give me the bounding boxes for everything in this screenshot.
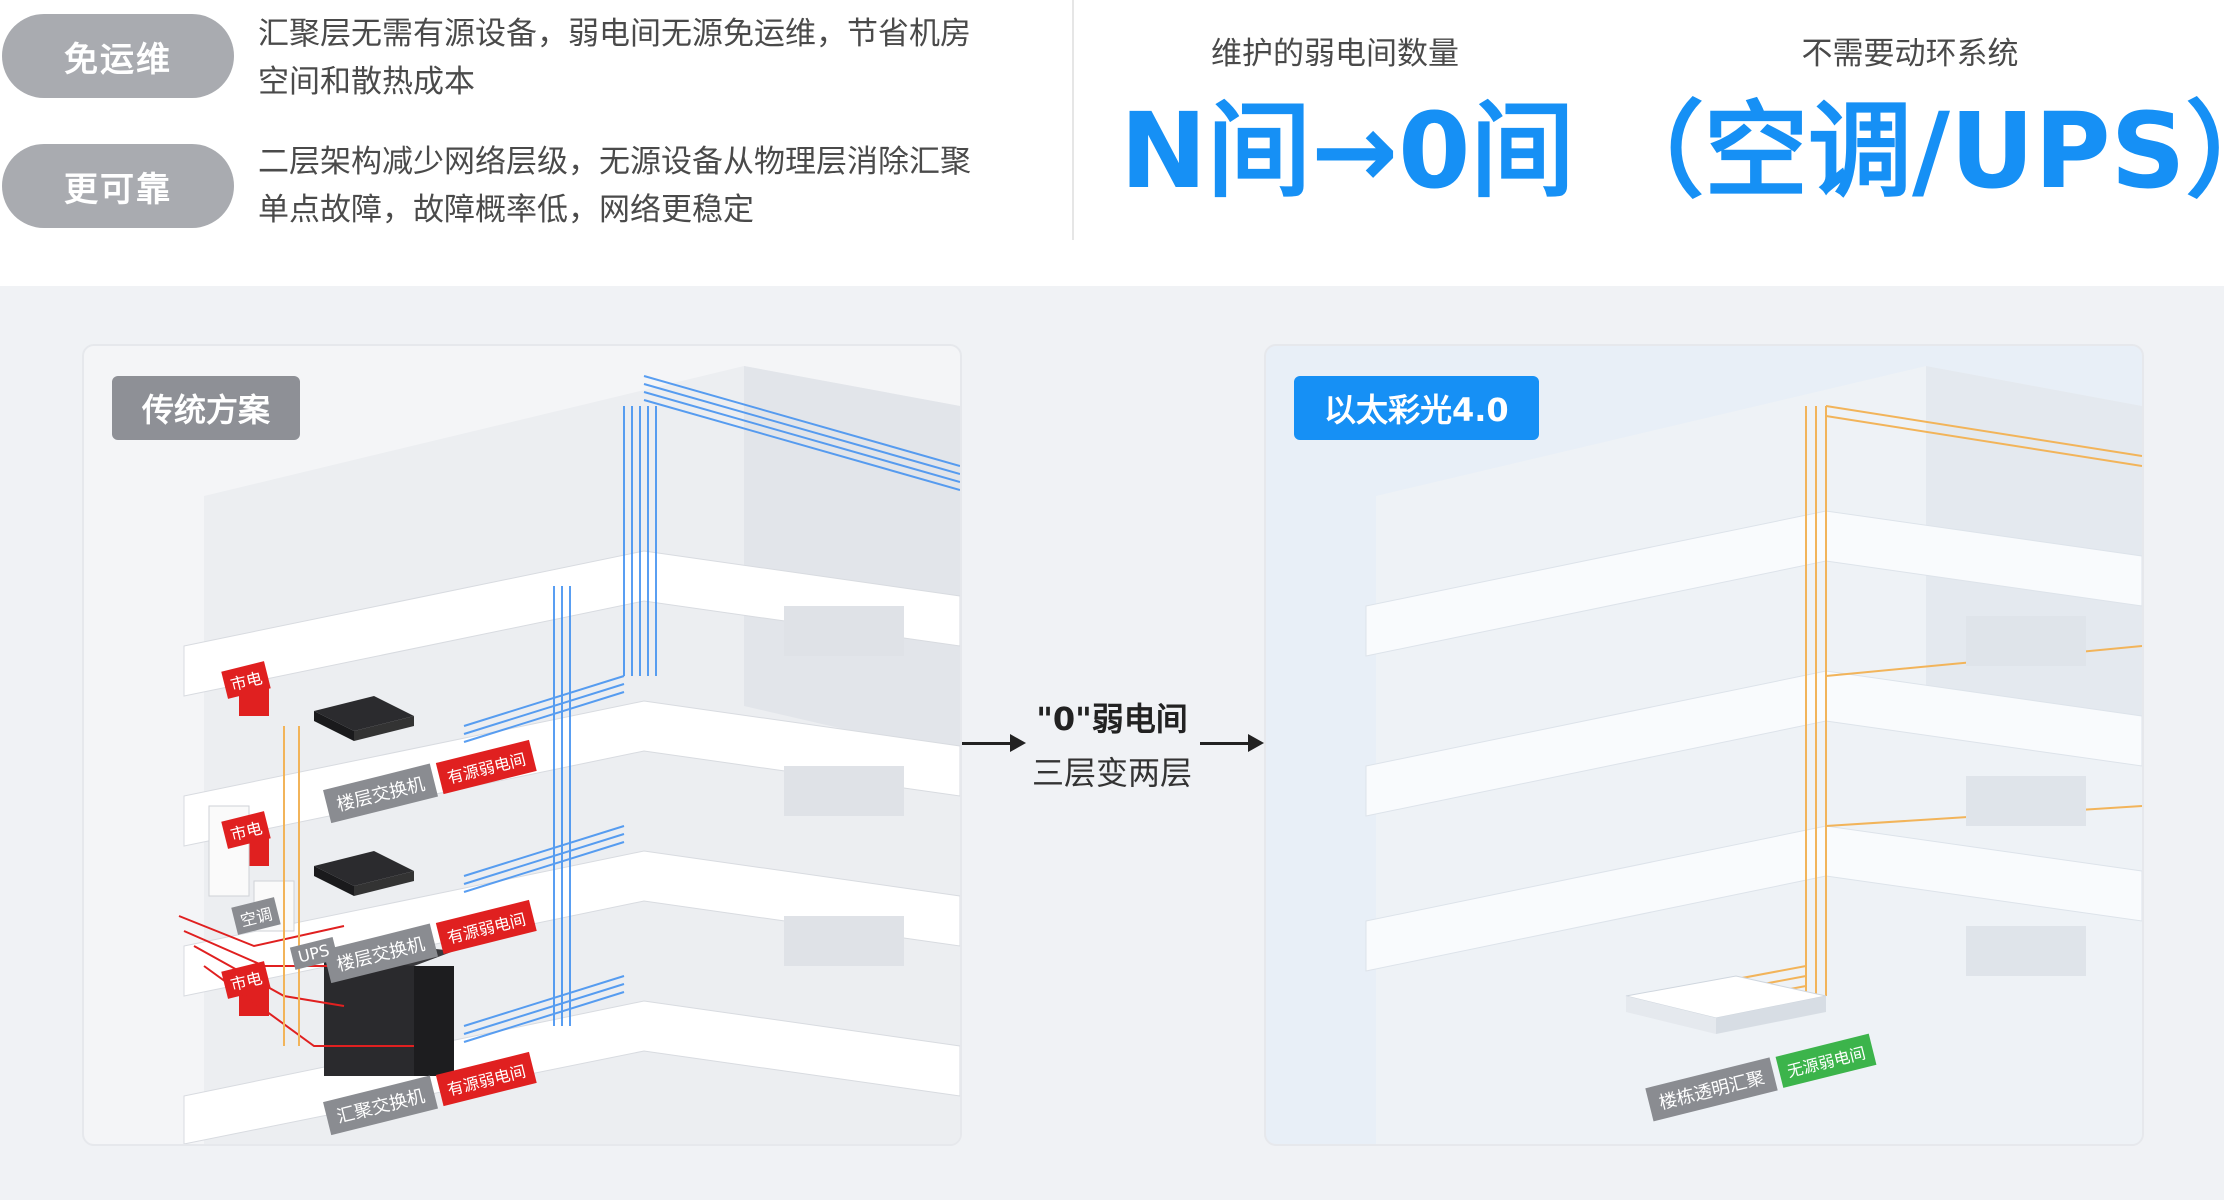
new-solution-tag: 以太彩光4.0	[1294, 376, 1539, 440]
badge-maintenance-free: 免运维	[2, 14, 234, 98]
middle-caption: "0"弱电间 三层变两层	[1032, 694, 1192, 794]
badge-reliable: 更可靠	[2, 144, 234, 228]
new-solution-panel: 以太彩光4.0 楼栋透明汇聚 无源弱电间	[1264, 344, 2144, 1146]
floor-switch-device	[314, 696, 414, 741]
feature-desc-2-line1: 二层架构减少网络层级，无源设备从物理层消除汇聚	[258, 144, 971, 180]
metric-value-systems: （空调/UPS）	[1600, 90, 2224, 212]
metric-label-rooms: 维护的弱电间数量	[1211, 36, 1459, 72]
floor-switch-device-2	[314, 851, 414, 896]
traditional-panel: 传统方案 楼层交换机 有源弱电间 楼层交换机 有源弱电间 汇聚交换机 有源弱电间…	[82, 344, 962, 1146]
transparent-aggregation-device	[1625, 975, 1827, 1034]
middle-line2: 三层变两层	[1032, 754, 1193, 792]
traditional-tag: 传统方案	[112, 376, 301, 440]
feature-desc-2: 二层架构减少网络层级，无源设备从物理层消除汇聚 单点故障，故障概率低，网络更稳定	[258, 138, 1018, 234]
arrow-right-2	[1200, 734, 1264, 752]
middle-line1: "0"弱电间	[1036, 700, 1188, 738]
arrow-right-1	[962, 734, 1026, 752]
divider	[1072, 0, 1074, 240]
new-building-illustration	[1365, 366, 2142, 1144]
metric-label-systems: 不需要动环系统	[1801, 36, 2019, 72]
feature-desc-1: 汇聚层无需有源设备，弱电间无源免运维，节省机房 空间和散热成本	[258, 10, 1018, 106]
feature-desc-1-line2: 空间和散热成本	[258, 64, 475, 100]
feature-desc-2-line2: 单点故障，故障概率低，网络更稳定	[258, 192, 754, 228]
top-section: 免运维 汇聚层无需有源设备，弱电间无源免运维，节省机房 空间和散热成本 更可靠 …	[0, 0, 2224, 286]
feature-desc-1-line1: 汇聚层无需有源设备，弱电间无源免运维，节省机房	[258, 16, 971, 52]
metric-value-rooms: N间→0间	[1120, 90, 1575, 212]
